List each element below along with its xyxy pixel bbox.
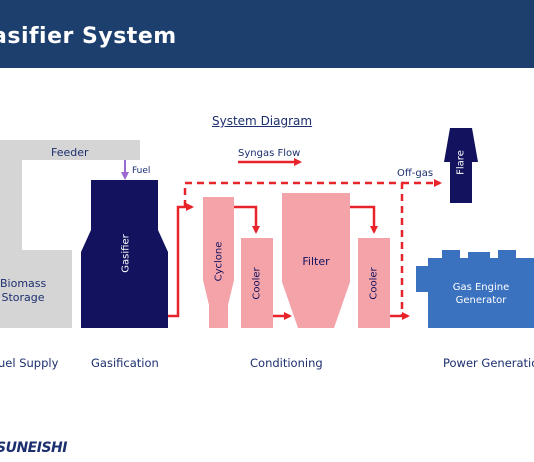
cooler-1-vessel [241,238,273,328]
biomass-storage-label: Biomass Storage [0,277,46,305]
gasifier-vessel [81,180,168,328]
gas-engine-generator-label: Gas Engine Generator [436,281,526,307]
gas-engine-generator [416,250,534,328]
biomass-storage-label-line-1: Biomass [0,277,47,290]
flare-stack [444,128,478,203]
stage-fuel-supply: uel Supply [0,356,59,370]
stage-gasification: Gasification [91,356,159,370]
feeder-storage-shape [0,140,140,328]
stage-power-generation: Power Generatio [443,356,534,370]
stage-conditioning: Conditioning [250,356,323,370]
page-title: asifier System [0,24,177,49]
feeder-label: Feeder [51,146,89,159]
biomass-storage-label-line-2: Storage [1,291,45,304]
cooler-2-label: Cooler [368,267,380,300]
diagram-title: System Diagram [212,114,313,128]
syngas-flow-label: Syngas Flow [238,148,301,159]
gas-engine-generator-label-line-2: Generator [455,295,507,306]
gasifier-label: Gasifier [120,234,132,273]
company-logo: SUNEISHI [0,440,67,456]
flare-label: Flare [455,150,467,175]
filter-label: Filter [302,255,330,268]
off-gas-label: Off-gas [397,168,434,179]
fuel-label: Fuel [132,166,151,176]
filter-vessel [282,193,350,328]
header-banner: asifier System [0,0,534,68]
cyclone-vessel [203,197,234,328]
gas-engine-generator-label-line-1: Gas Engine [452,282,510,293]
cooler-2-vessel [358,238,390,328]
off-gas-bypass-lines [183,179,442,316]
cyclone-label: Cyclone [213,241,225,282]
cooler-1-label: Cooler [251,267,263,300]
